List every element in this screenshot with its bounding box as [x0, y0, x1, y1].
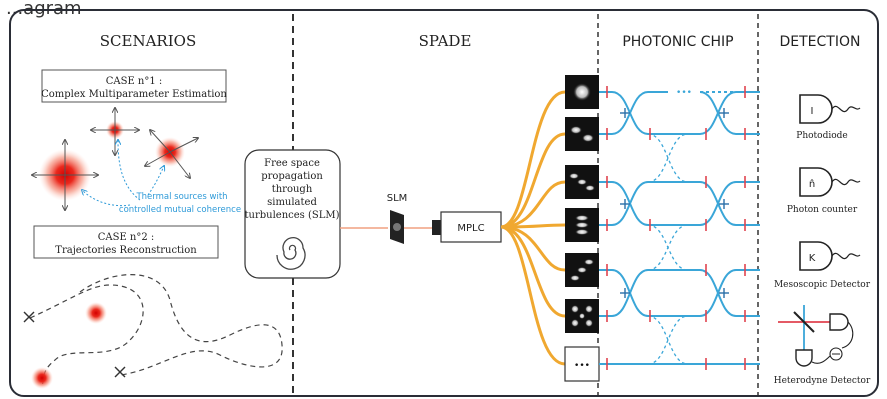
photonic-interconnects	[647, 133, 689, 365]
mplc-box	[440, 211, 502, 243]
photon-counter-icon	[799, 167, 861, 197]
propagation-line-5: turbulences (SLM)	[245, 210, 340, 221]
heterodyne-detector-icon	[778, 305, 854, 367]
header-spade: SPADE	[419, 32, 472, 50]
turbulence-spiral-icon	[276, 237, 306, 270]
mode-pattern-3	[565, 165, 599, 199]
photon-counter-label: Photon counter	[787, 205, 858, 215]
header-scenarios: SCENARIOS	[100, 32, 196, 50]
trajectory-source-1	[85, 302, 107, 324]
trajectory-2	[79, 274, 283, 376]
case2-box	[33, 225, 219, 259]
trajectory-source-2	[31, 367, 53, 389]
mode-pattern-4	[565, 208, 599, 242]
photodiode-label: Photodiode	[796, 131, 847, 141]
slm-device-icon	[390, 210, 404, 244]
thermal-note-line1: Thermal sources with	[135, 192, 227, 202]
propagation-line-1: Free space	[264, 158, 320, 169]
source-large	[32, 140, 98, 210]
mode-pattern-2	[565, 117, 599, 151]
mesoscopic-detector-icon	[799, 241, 861, 271]
mplc-output-fibers	[500, 90, 566, 366]
coupler-markers	[620, 108, 729, 298]
mode-pattern-5	[565, 253, 599, 287]
phase-markers	[606, 86, 746, 370]
coherence-arrow-2	[82, 190, 131, 207]
mode-more-label: •••	[574, 361, 590, 371]
propagation-box	[244, 149, 341, 279]
case2-title: CASE n°2 :	[98, 232, 155, 243]
mode-pattern-1	[565, 75, 599, 109]
chip-ellipsis: •••	[676, 88, 692, 98]
trajectory-1	[29, 284, 144, 386]
mode-pattern-6	[565, 299, 599, 333]
heterodyne-detector-label: Heterodyne Detector	[774, 376, 871, 386]
header-detection: DETECTION	[780, 34, 861, 50]
mplc-label: MPLC	[457, 223, 484, 234]
slm-label: SLM	[387, 193, 408, 204]
trajectory-cross-2	[114, 366, 126, 378]
source-medium	[145, 130, 198, 178]
photodiode-icon	[799, 94, 861, 124]
photodiode-symbol: I	[811, 106, 814, 117]
mesoscopic-detector-symbol: K	[809, 253, 816, 264]
mode-patterns: •••	[564, 75, 600, 382]
source-small	[91, 108, 139, 155]
thermal-note-line2: controlled mutual coherence	[119, 205, 241, 215]
propagation-line-2: propagation	[261, 171, 323, 182]
outer-frame	[9, 9, 879, 397]
mplc-connector	[432, 220, 441, 235]
trajectory-cross-1	[23, 311, 35, 323]
coherence-arrow-3	[147, 166, 164, 196]
case1-box	[41, 69, 227, 103]
propagation-line-3: through	[272, 184, 313, 195]
photonic-waveguides	[599, 91, 760, 365]
mesoscopic-detector-label: Mesoscopic Detector	[774, 280, 871, 290]
case1-subtitle: Complex Multiparameter Estimation	[41, 89, 227, 100]
case1-title: CASE n°1 :	[106, 76, 163, 87]
coherence-arrow-1	[118, 140, 141, 201]
propagation-line-4: simulated	[267, 197, 317, 208]
case2-subtitle: Trajectories Reconstruction	[55, 245, 197, 256]
header-photonic-chip: PHOTONIC CHIP	[622, 34, 733, 50]
photon-counter-symbol: n̂	[809, 178, 815, 190]
